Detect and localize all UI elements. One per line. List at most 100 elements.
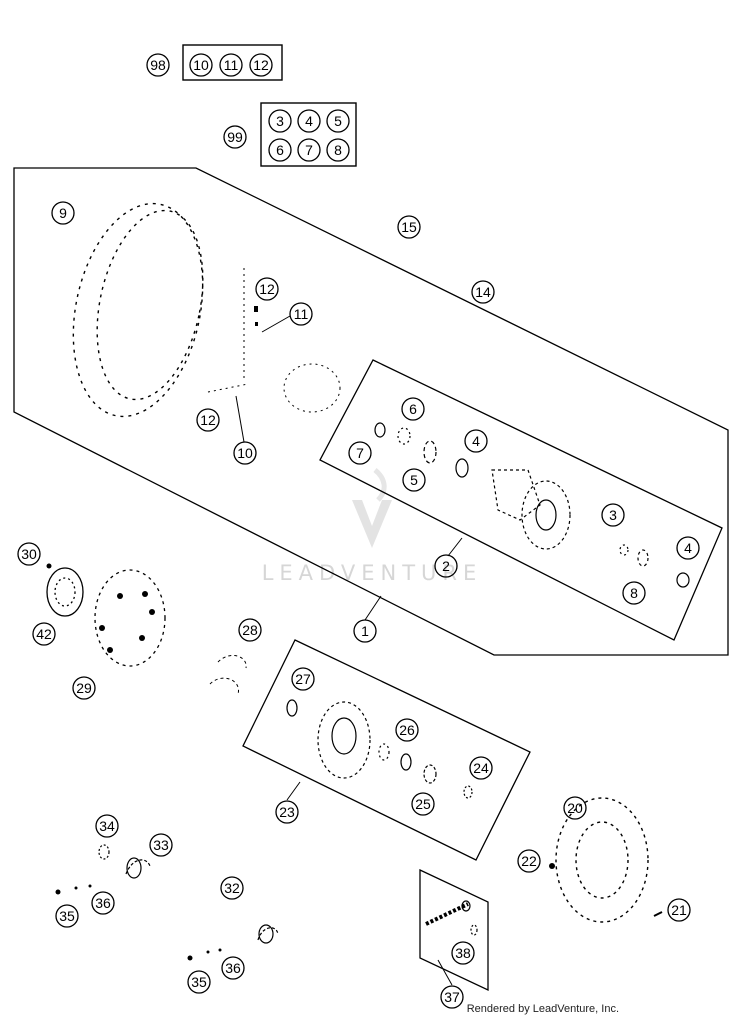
callout-42: 42: [32, 622, 56, 646]
svg-text:99: 99: [227, 129, 243, 145]
callout-4-hub: 4: [464, 429, 488, 453]
svg-text:5: 5: [334, 113, 342, 129]
svg-text:8: 8: [630, 585, 638, 601]
callout-11: 11: [219, 53, 243, 77]
callout-26: 26: [395, 718, 419, 742]
callout-36-low: 36: [221, 956, 245, 980]
leader-lines: [235, 315, 463, 986]
svg-text:21: 21: [671, 902, 687, 918]
spacer-icon: [423, 440, 437, 464]
watermark: LEADVENTURE: [262, 468, 483, 585]
adjuster-nuts-icon: [55, 884, 222, 961]
callout-12: 12: [249, 53, 273, 77]
callout-3-hub: 3: [601, 503, 625, 527]
svg-text:27: 27: [295, 671, 311, 687]
callout-7: 7: [297, 138, 321, 162]
svg-text:6: 6: [276, 142, 284, 158]
callout-8-hub: 8: [622, 581, 646, 605]
callout-27: 27: [291, 667, 315, 691]
callout-32: 32: [220, 876, 244, 900]
callout-20: 20: [563, 796, 587, 820]
svg-text:4: 4: [472, 433, 480, 449]
callout-35-low: 35: [187, 970, 211, 994]
svg-text:12: 12: [253, 57, 269, 73]
svg-text:14: 14: [475, 284, 491, 300]
screw-icon: [46, 563, 52, 569]
svg-text:10: 10: [237, 445, 253, 461]
callout-38: 38: [451, 941, 475, 965]
svg-text:11: 11: [224, 57, 239, 73]
cush-drive-icon: [286, 699, 473, 799]
circlip-icon: [676, 572, 690, 588]
callout-9: 9: [51, 201, 75, 225]
svg-text:22: 22: [521, 853, 537, 869]
svg-text:23: 23: [279, 804, 295, 820]
callout-22: 22: [517, 849, 541, 873]
callout-10: 10: [189, 53, 213, 77]
callout-10-mid: 10: [233, 441, 257, 465]
callout-30: 30: [17, 542, 41, 566]
rear-sprocket-icon: [555, 797, 649, 923]
brake-disc-icon: [94, 569, 166, 667]
callout-8: 8: [326, 138, 350, 162]
chain-adjuster-icon: [98, 844, 279, 944]
watermark-text: LEADVENTURE: [262, 561, 483, 585]
spacer-28-icon: [209, 654, 247, 695]
svg-text:1: 1: [361, 623, 369, 639]
svg-text:32: 32: [224, 880, 240, 896]
svg-text:24: 24: [473, 760, 489, 776]
callout-14: 14: [471, 280, 495, 304]
callout-24: 24: [469, 756, 493, 780]
callout-11-mid: 11: [289, 302, 313, 326]
callout-2: 2: [434, 554, 458, 578]
bearing-icon-right: [637, 549, 649, 567]
callout-12-low: 12: [196, 408, 220, 432]
svg-text:11: 11: [294, 306, 309, 322]
svg-text:15: 15: [401, 219, 417, 235]
disc-adapter-icon: [46, 567, 84, 617]
svg-text:20: 20: [567, 800, 583, 816]
svg-text:6: 6: [409, 401, 417, 417]
callout-5: 5: [326, 109, 350, 133]
assembly-outline-1: [13, 167, 729, 656]
callout-36: 36: [91, 891, 115, 915]
callout-99: 99: [223, 125, 247, 149]
svg-text:29: 29: [76, 680, 92, 696]
watermark-logo-icon: [352, 500, 392, 548]
callout-28: 28: [238, 618, 262, 642]
svg-text:3: 3: [609, 507, 617, 523]
callout-35: 35: [55, 904, 79, 928]
svg-text:10: 10: [193, 57, 209, 73]
svg-text:8: 8: [334, 142, 342, 158]
svg-text:2: 2: [442, 558, 450, 574]
sprocket-nut-icon: [653, 911, 663, 917]
callout-33: 33: [149, 833, 173, 857]
svg-text:36: 36: [95, 895, 111, 911]
callout-34: 34: [95, 814, 119, 838]
callout-1: 1: [353, 619, 377, 643]
svg-text:4: 4: [684, 540, 692, 556]
svg-text:25: 25: [415, 796, 431, 812]
callout-5-hub: 5: [402, 468, 426, 492]
callout-6-hub: 6: [401, 397, 425, 421]
seal-icon: [374, 422, 386, 438]
assembly-outline-37: [419, 868, 489, 992]
chain-icon: [425, 900, 478, 936]
bearing-icon: [455, 458, 469, 478]
assembly-outline-2: [319, 359, 723, 641]
svg-text:30: 30: [21, 546, 37, 562]
callout-12-top: 12: [255, 277, 279, 301]
svg-text:9: 9: [59, 205, 67, 221]
assembly-outline-23: [242, 639, 531, 861]
svg-text:26: 26: [399, 722, 415, 738]
disc-bolt-holes-icon: [99, 591, 155, 653]
callout-23: 23: [275, 800, 299, 824]
svg-text:12: 12: [200, 412, 216, 428]
rear-rim-icon: [72, 202, 204, 418]
svg-text:34: 34: [99, 818, 115, 834]
svg-text:38: 38: [455, 945, 471, 961]
svg-text:3: 3: [276, 113, 284, 129]
svg-text:33: 33: [153, 837, 169, 853]
callout-29: 29: [72, 676, 96, 700]
